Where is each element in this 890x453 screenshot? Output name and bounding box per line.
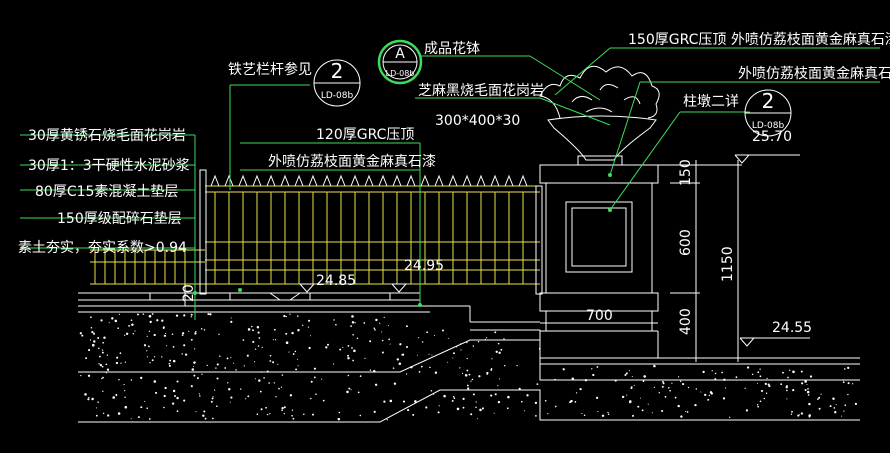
dim-20: 20	[181, 284, 197, 302]
label-top-paint: 外喷仿荔枝面黄金麻真石漆	[738, 65, 890, 82]
dim-150: 150	[678, 159, 694, 186]
label-top-cap: 150厚GRC压顶 外喷仿荔枝面黄金麻真石漆	[628, 31, 890, 48]
flower-ref-sheet: LD-08b	[386, 69, 415, 78]
label-granite-size: 300*400*30	[435, 113, 520, 129]
paving-section	[78, 292, 860, 423]
pillar-ref-symbol	[744, 89, 792, 137]
dim-1150: 1150	[720, 246, 736, 282]
concrete-hatch	[79, 313, 858, 421]
flower-ref-symbol	[377, 39, 423, 85]
label-flower-bowl: 成品花钵	[424, 41, 480, 57]
dimensions	[184, 154, 810, 362]
label-layer2: 30厚1：3干硬性水泥砂浆	[28, 158, 190, 174]
label-pillar-ref: 柱墩二详	[683, 94, 739, 110]
label-layer1: 30厚黄锈石烧毛面花岗岩	[28, 127, 186, 144]
label-grc-paint: 外喷仿荔枝面黄金麻真石漆	[268, 153, 436, 170]
label-rail-ref: 铁艺栏杆参见	[228, 61, 312, 78]
dim-700: 700	[586, 308, 613, 324]
pillar-ref-sheet: LD-08b	[752, 121, 785, 131]
elev-top: 25.70	[752, 129, 792, 145]
label-layer3: 80厚C15素混凝土垫层	[35, 184, 178, 200]
rail-ref-symbol	[313, 59, 361, 107]
flower-bowl	[539, 65, 660, 166]
flower-ref-letter: A	[395, 46, 405, 62]
pillar-ref-number: 2	[762, 89, 775, 113]
label-layer4: 150厚级配碎石垫层	[57, 211, 182, 227]
elev-mid2: 24.95	[404, 258, 444, 274]
dim-600: 600	[678, 229, 694, 256]
label-grc-cap: 120厚GRC压顶	[316, 127, 414, 143]
rail-ref-number: 2	[331, 59, 344, 83]
elev-low: 24.55	[772, 320, 812, 336]
label-layer5: 素土夯实，夯实系数>0.94	[18, 240, 187, 256]
pillar	[539, 164, 730, 358]
dim-400: 400	[678, 308, 694, 335]
elev-mid1: 24.85	[316, 273, 356, 289]
rail-ref-sheet: LD-08b	[321, 91, 354, 101]
leaders	[20, 47, 880, 320]
label-granite-top: 芝麻黑烧毛面花岗岩	[418, 83, 544, 99]
